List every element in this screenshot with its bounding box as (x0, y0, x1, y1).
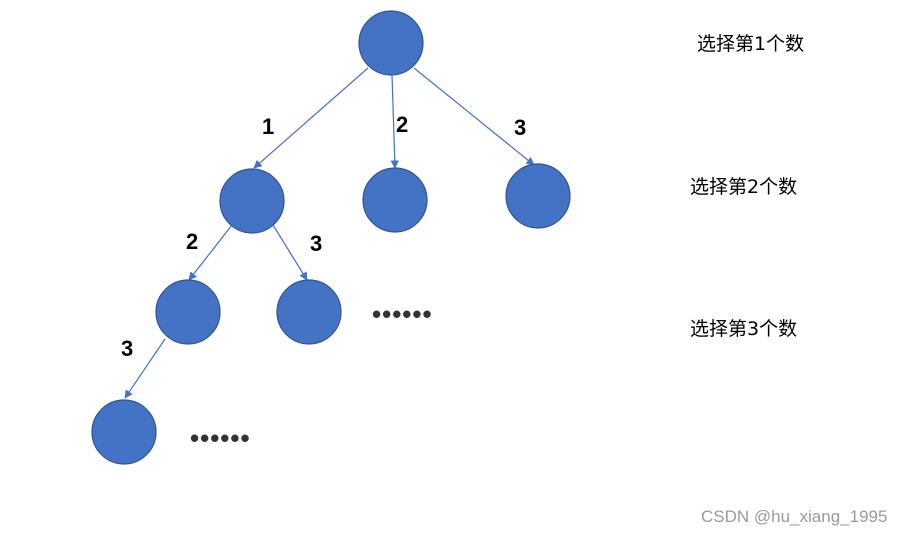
edge-label-root-to-a: 1 (262, 114, 274, 139)
tree-node-level3-2 (276, 279, 342, 345)
level-label-2: 选择第2个数 (690, 176, 797, 198)
edge-label-a-to-e: 3 (310, 231, 322, 256)
tree-node-level2-1 (219, 168, 285, 234)
edge-d-to-f (124, 338, 166, 399)
edge-a-to-d (188, 224, 233, 281)
watermark-text: CSDN @hu_xiang_1995 (701, 507, 887, 526)
ellipsis-row4: •••••• (190, 423, 251, 453)
ellipsis-row3: •••••• (372, 299, 433, 329)
edge-root-to-a (253, 67, 369, 169)
tree-node-level2-3 (505, 163, 571, 229)
edge-label-a-to-d: 2 (186, 229, 198, 254)
edge-root-to-b (390, 74, 399, 169)
tree-node-level3-1 (155, 279, 221, 345)
tree-node-level2-2 (362, 167, 428, 233)
edge-a-to-e (272, 224, 308, 281)
edge-label-root-to-c: 3 (514, 115, 526, 140)
tree-node-level4-1 (91, 399, 157, 465)
edge-root-to-c (413, 67, 535, 166)
level-label-1: 选择第1个数 (697, 33, 804, 55)
tree-node-root (358, 10, 424, 76)
level-label-3: 选择第3个数 (690, 318, 797, 340)
edge-label-d-to-f: 3 (121, 336, 133, 361)
edge-label-root-to-b: 2 (396, 112, 408, 137)
